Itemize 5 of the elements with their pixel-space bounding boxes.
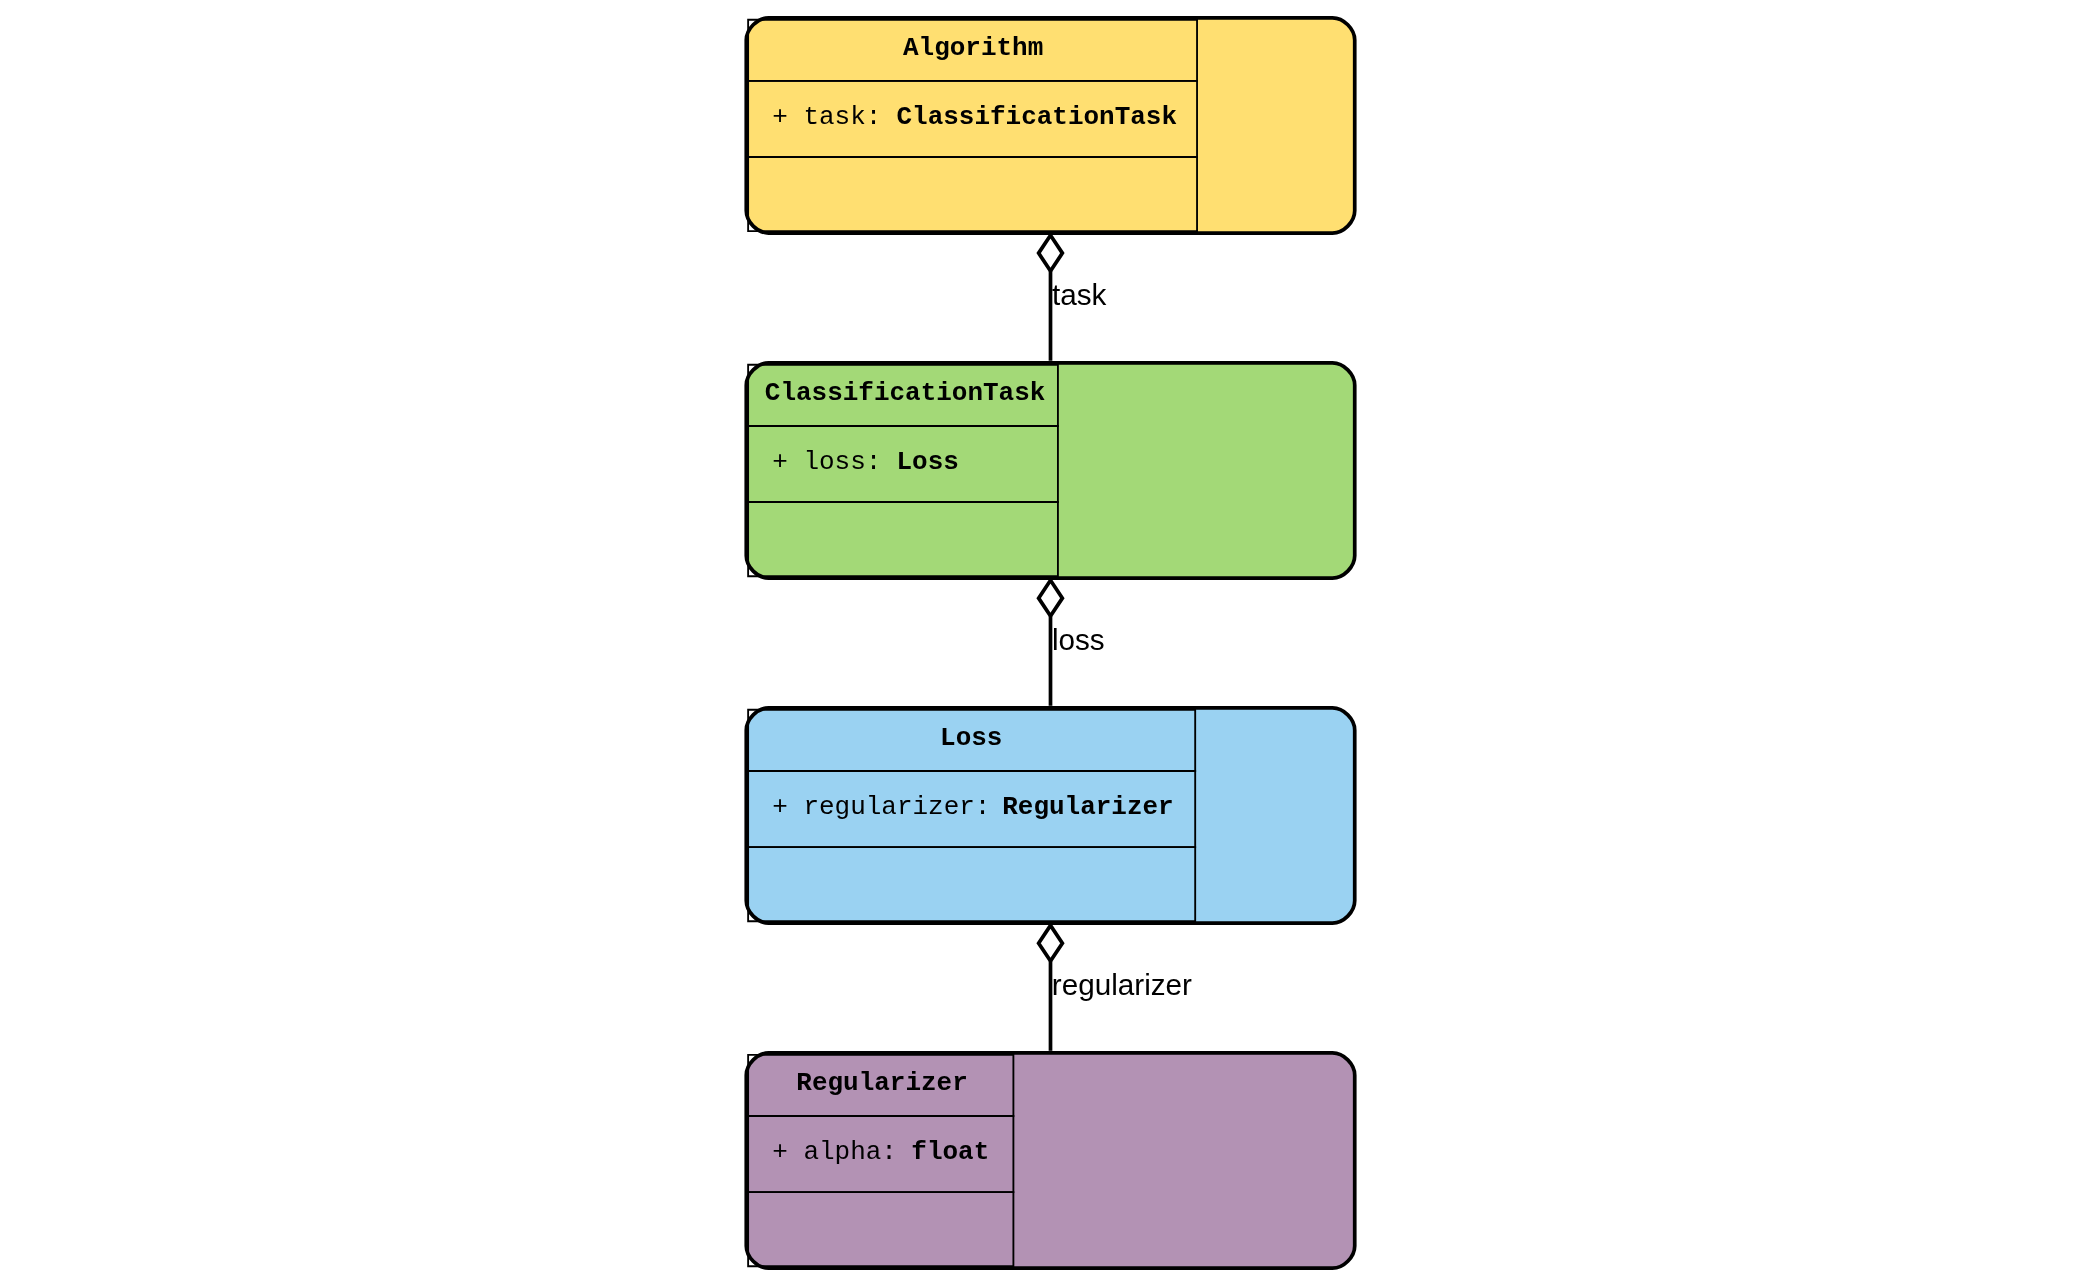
edge-label: loss <box>1051 623 1105 657</box>
connector <box>1035 922 1065 1051</box>
connector <box>1035 577 1065 706</box>
edge-label: task <box>1051 278 1106 312</box>
edge-label: regularizer <box>1051 968 1192 1002</box>
